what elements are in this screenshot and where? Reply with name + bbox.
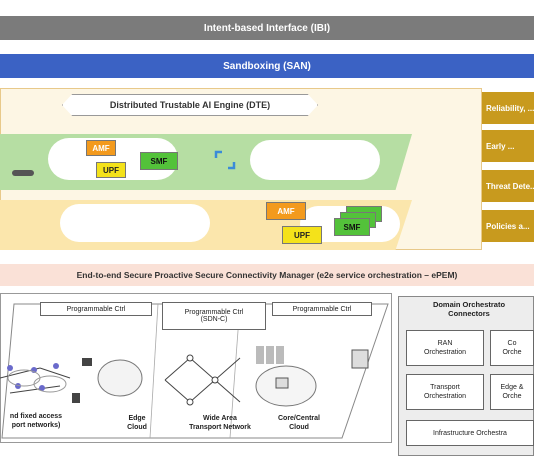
title-line: Connectors	[448, 309, 490, 318]
amf-label: AMF	[92, 143, 110, 153]
label-line: Cloud	[289, 424, 309, 431]
right-box-early: Early ...	[482, 130, 534, 162]
e2e-orchestration-bar: End-to-end Secure Proactive Secure Conne…	[0, 264, 534, 286]
label-line: Core/Central	[277, 415, 320, 422]
upf-box-lower: UPF	[282, 226, 322, 244]
core-orchestration-box: Co Orche	[490, 330, 534, 366]
ctrl-label: Programmable Ctrl	[184, 309, 244, 316]
box-line: Orchestration	[423, 393, 467, 400]
smf-box-upper: SMF	[140, 152, 178, 170]
box-line: Orche	[502, 349, 522, 356]
upf-label: UPF	[294, 230, 310, 240]
ctrl-sublabel: (SDN-C)	[200, 316, 228, 323]
amf-box-lower: AMF	[266, 202, 306, 220]
ibi-bar: Intent-based Interface (IBI)	[0, 16, 534, 40]
bracket-icon	[214, 150, 236, 170]
ctrl-label: Programmable Ctrl	[66, 305, 126, 313]
right-box-label: Policies a...	[486, 221, 530, 231]
e2e-label: End-to-end Secure Proactive Secure Conne…	[76, 270, 458, 280]
infrastructure-orchestration-box: Infrastructure Orchestra	[406, 420, 534, 446]
ibi-label: Intent-based Interface (IBI)	[203, 22, 331, 34]
right-box-label: Threat Dete...	[486, 181, 534, 191]
smf-box-lower: SMF	[334, 218, 370, 236]
box-line: Orchestration	[423, 349, 467, 356]
label-line: port networks)	[11, 422, 61, 429]
box-line: Orche	[502, 393, 522, 400]
vehicle-icon	[12, 170, 34, 176]
amf-box-upper: AMF	[86, 140, 116, 156]
sandbox-bar: Sandboxing (SAN)	[0, 54, 534, 78]
label-line: Edge	[128, 415, 146, 422]
upf-label: UPF	[103, 165, 119, 175]
core-cloud-label: Core/Central Cloud	[264, 414, 334, 432]
right-box-label: Reliability, ...	[486, 103, 534, 113]
box-line: Edge &	[500, 384, 524, 391]
programmable-ctrl-sdn: Programmable Ctrl (SDN-C)	[162, 302, 266, 330]
right-box-policies: Policies a...	[482, 210, 534, 242]
dte-label-box: Distributed Trustable AI Engine (DTE)	[62, 94, 318, 116]
box-line: Co	[507, 340, 517, 347]
sandbox-label: Sandboxing (SAN)	[223, 60, 311, 72]
label-line: Cloud	[127, 424, 147, 431]
orchestrator-title: Domain Orchestrato Connectors	[404, 300, 534, 318]
right-box-label: Early ...	[486, 141, 515, 151]
label-line: Wide Area	[203, 415, 237, 422]
label-line: Transport Network	[189, 424, 251, 431]
transport-orchestration-box: Transport Orchestration	[406, 374, 484, 410]
smf-label: SMF	[343, 222, 361, 232]
lower-left-cloud	[60, 204, 210, 242]
amf-label: AMF	[277, 206, 295, 216]
title-line: Domain Orchestrato	[432, 300, 506, 309]
dte-label: Distributed Trustable AI Engine (DTE)	[109, 100, 271, 110]
wan-label: Wide Area Transport Network	[180, 414, 260, 432]
edge-orchestration-box: Edge & Orche	[490, 374, 534, 410]
programmable-ctrl-1: Programmable Ctrl	[40, 302, 152, 316]
box-line: Transport	[430, 384, 460, 391]
right-box-threat: Threat Dete...	[482, 170, 534, 202]
upf-box-upper: UPF	[96, 162, 126, 178]
edge-cloud-label: Edge Cloud	[112, 414, 162, 432]
right-box-reliability: Reliability, ...	[482, 92, 534, 124]
upper-right-cloud	[250, 140, 380, 180]
programmable-ctrl-3: Programmable Ctrl	[272, 302, 372, 316]
smf-label: SMF	[150, 156, 168, 166]
label-line: nd fixed access	[9, 413, 63, 420]
access-network-label: nd fixed access port networks)	[0, 412, 72, 430]
ran-orchestration-box: RAN Orchestration	[406, 330, 484, 366]
box-line: Infrastructure Orchestra	[433, 429, 507, 437]
ctrl-label: Programmable Ctrl	[292, 305, 352, 313]
box-line: RAN	[437, 340, 453, 347]
